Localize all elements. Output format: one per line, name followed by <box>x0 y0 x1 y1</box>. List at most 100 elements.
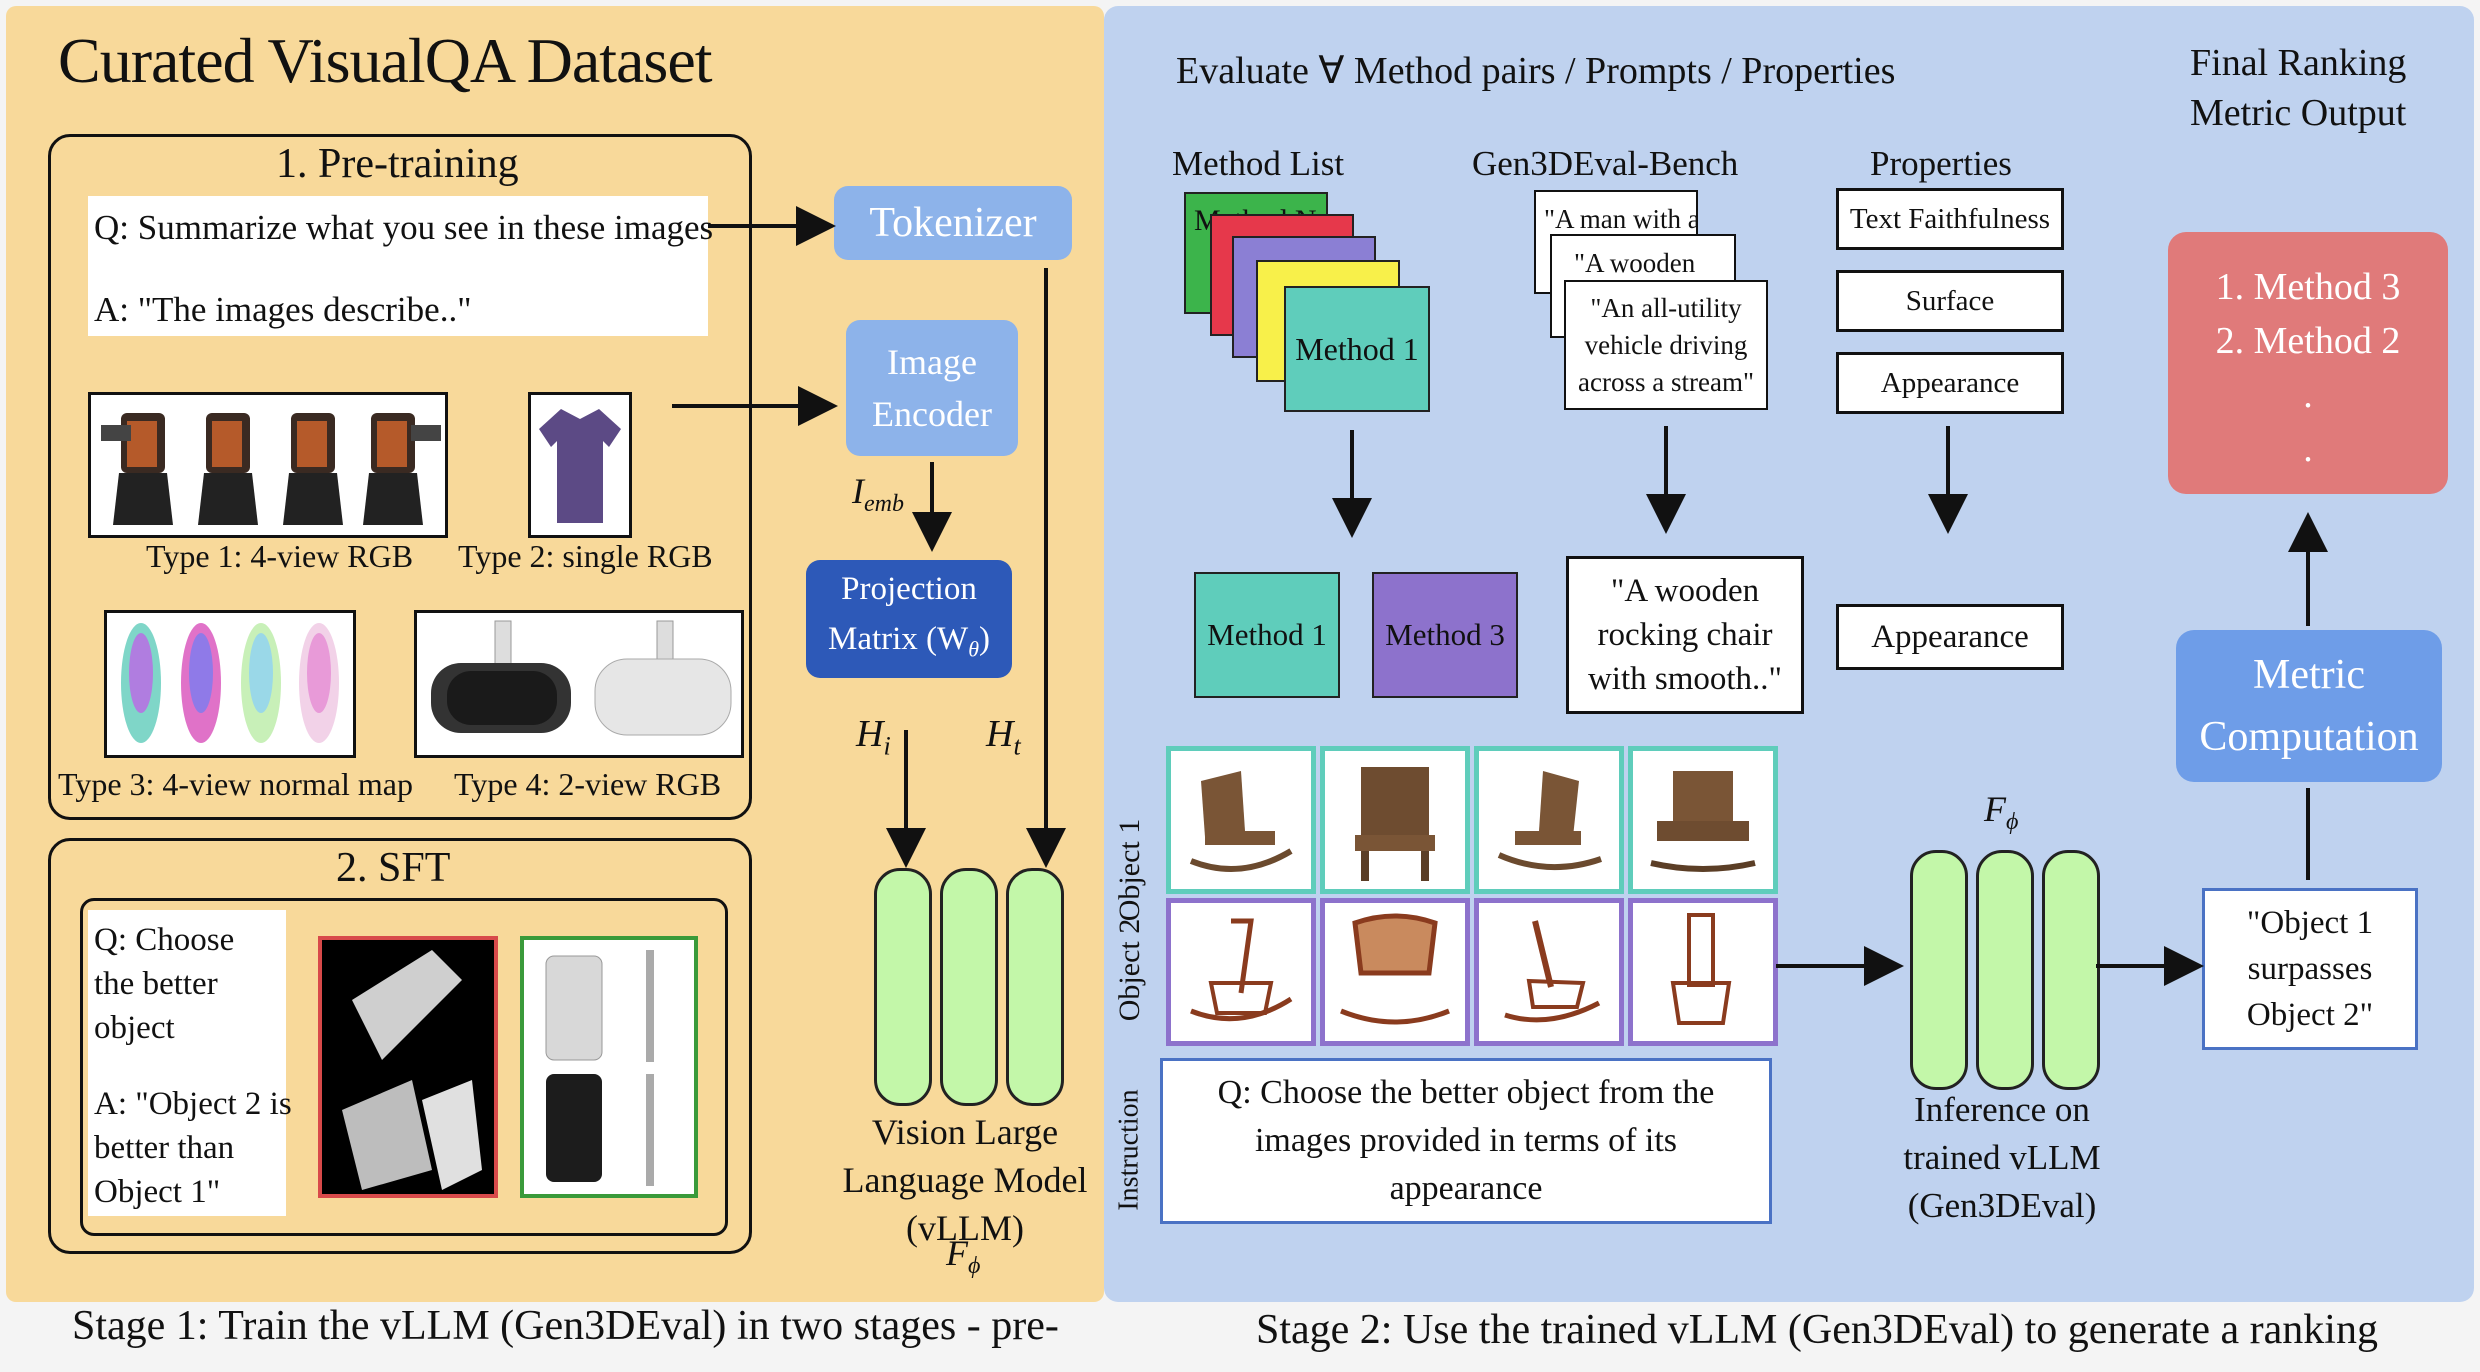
stage1-caption: Stage 1: Train the vLLM (Gen3DEval) in t… <box>72 1303 1059 1349</box>
selected-prompt-line: "A wooden <box>1610 573 1760 609</box>
vllm-layer <box>1976 850 2034 1090</box>
prompt-card-front: "An all-utility vehicle driving across a… <box>1564 280 1768 410</box>
selected-prompt-line: with smooth.." <box>1587 661 1783 697</box>
projection-line: Matrix (W <box>827 620 969 657</box>
method-list-heading: Method List <box>1172 144 1345 183</box>
vllm-layer <box>2042 850 2100 1090</box>
object1-view <box>1320 746 1470 894</box>
sft-inner-box <box>80 898 728 1236</box>
object2-view <box>1628 898 1778 1046</box>
selected-property: Appearance <box>1836 604 2064 670</box>
type2-image <box>528 392 632 538</box>
inference-line: Inference on <box>1914 1090 2090 1129</box>
property-label: Surface <box>1905 284 1995 317</box>
metric-computation-box: Metric Computation <box>2176 630 2442 782</box>
type2-label: Type 2: single RGB <box>458 538 713 574</box>
properties-heading: Properties <box>1870 144 2012 183</box>
f-phi-label-stage2: Fϕ <box>1984 788 2018 836</box>
sft-qa-card <box>88 910 286 1216</box>
i-emb-subscript: emb <box>864 491 904 518</box>
property-item: Text Faithfulness <box>1836 188 2064 250</box>
ranking-item: . <box>2303 428 2313 470</box>
selected-prompt: "A wooden rocking chair with smooth.." <box>1566 556 1804 714</box>
property-item: Appearance <box>1836 352 2064 414</box>
projection-matrix-box: Projection Matrix (Wθ) <box>806 560 1012 678</box>
f-phi-subscript: ϕ <box>968 1253 981 1280</box>
sft-question: Q: Choose the better object <box>94 918 234 1050</box>
h-t-label: Ht <box>986 712 1021 762</box>
sft-question-line: Q: Choose <box>94 922 235 958</box>
object1-view <box>1166 746 1316 894</box>
instruction-line: Q: Choose the better object from the <box>1217 1074 1715 1111</box>
prompt-card-line: vehicle driving <box>1584 329 1748 360</box>
result-line: Object 2" <box>2246 997 2374 1033</box>
pretraining-qa-card <box>88 196 708 336</box>
stage2-header: Evaluate ∀ Method pairs / Prompts / Prop… <box>1176 50 1896 92</box>
vllm-layer <box>874 868 932 1106</box>
pretraining-question: Q: Summarize what you see in these image… <box>94 208 714 247</box>
dataset-title: Curated VisualQA Dataset <box>58 25 712 96</box>
projection-line: Projection <box>841 570 977 607</box>
vllm-layer <box>1910 850 1968 1090</box>
image-encoder-line: Image <box>887 342 977 382</box>
vllm-label: Vision Large Language Model (vLLM) <box>830 1108 1100 1252</box>
vllm-label-line: Vision Large <box>871 1112 1059 1152</box>
inference-label: Inference on trained vLLM (Gen3DEval) <box>1876 1086 2128 1230</box>
sft-box <box>48 838 752 1254</box>
method-front-label: Method 1 <box>1295 330 1419 367</box>
f-phi-symbol: F <box>1984 789 2006 829</box>
selected-method-1: Method 1 <box>1194 572 1340 698</box>
ranking-item: 1. Method 3 <box>2215 266 2401 308</box>
i-emb-label: Iemb <box>852 470 904 518</box>
pretraining-answer: A: "The images describe.." <box>94 290 472 329</box>
object1-view <box>1628 746 1778 894</box>
sft-object2-image <box>520 936 698 1198</box>
object2-view <box>1320 898 1470 1046</box>
sft-answer-line: Object 1" <box>94 1174 221 1210</box>
type4-label: Type 4: 2-view RGB <box>454 766 722 802</box>
property-item: Surface <box>1836 270 2064 332</box>
image-encoder-box: Image Encoder <box>846 320 1018 456</box>
type4-image <box>414 610 744 758</box>
type1-label: Type 1: 4-view RGB <box>146 538 414 574</box>
sft-answer-line: better than <box>94 1130 235 1166</box>
property-label: Appearance <box>1880 366 2020 399</box>
metric-line: Computation <box>2199 714 2419 760</box>
i-emb-symbol: I <box>852 471 864 511</box>
tokenizer-box: Tokenizer <box>834 186 1072 260</box>
prompt-card-line: "An all-utility <box>1590 292 1742 323</box>
final-ranking-title: Final Ranking Metric Output <box>2190 38 2406 138</box>
instruction-line: appearance <box>1389 1170 1543 1207</box>
object2-view <box>1474 898 1624 1046</box>
selected-method-label: Method 1 <box>1207 617 1327 652</box>
sft-answer-line: A: "Object 2 is <box>94 1086 292 1122</box>
result-line: surpasses <box>2247 951 2373 987</box>
object1-view <box>1474 746 1624 894</box>
instruction-line: images provided in terms of its <box>1254 1122 1678 1159</box>
ranking-item: . <box>2303 374 2313 416</box>
ranking-item: 2. Method 2 <box>2215 320 2401 362</box>
h-i-symbol: H <box>856 713 884 755</box>
stage2-caption: Stage 2: Use the trained vLLM (Gen3DEval… <box>1256 1307 2378 1353</box>
sft-answer: A: "Object 2 is better than Object 1" <box>94 1082 292 1214</box>
h-t-symbol: H <box>986 713 1014 755</box>
h-t-subscript: t <box>1013 731 1021 761</box>
vllm-layer <box>1006 868 1064 1106</box>
instruction-box: Q: Choose the better object from the ima… <box>1160 1058 1772 1224</box>
prompt-card-text: "A wooden <box>1574 248 1696 278</box>
selected-method-2: Method 3 <box>1372 572 1518 698</box>
method-card-front: Method 1 <box>1284 286 1430 412</box>
pretraining-heading: 1. Pre-training <box>276 141 519 187</box>
projection-line-2: Matrix (Wθ) <box>827 620 990 662</box>
sft-heading: 2. SFT <box>336 845 451 891</box>
sft-question-line: the better <box>94 966 218 1002</box>
result-box: "Object 1 surpasses Object 2" <box>2202 888 2418 1050</box>
final-ranking-line: Metric Output <box>2190 92 2407 134</box>
type3-image <box>104 610 356 758</box>
vllm-label-line: (vLLM) <box>906 1208 1024 1248</box>
vllm-label-line: Language Model <box>842 1160 1088 1200</box>
metric-line: Metric <box>2253 652 2365 698</box>
prompt-card-text: "A man with a <box>1544 204 1698 234</box>
